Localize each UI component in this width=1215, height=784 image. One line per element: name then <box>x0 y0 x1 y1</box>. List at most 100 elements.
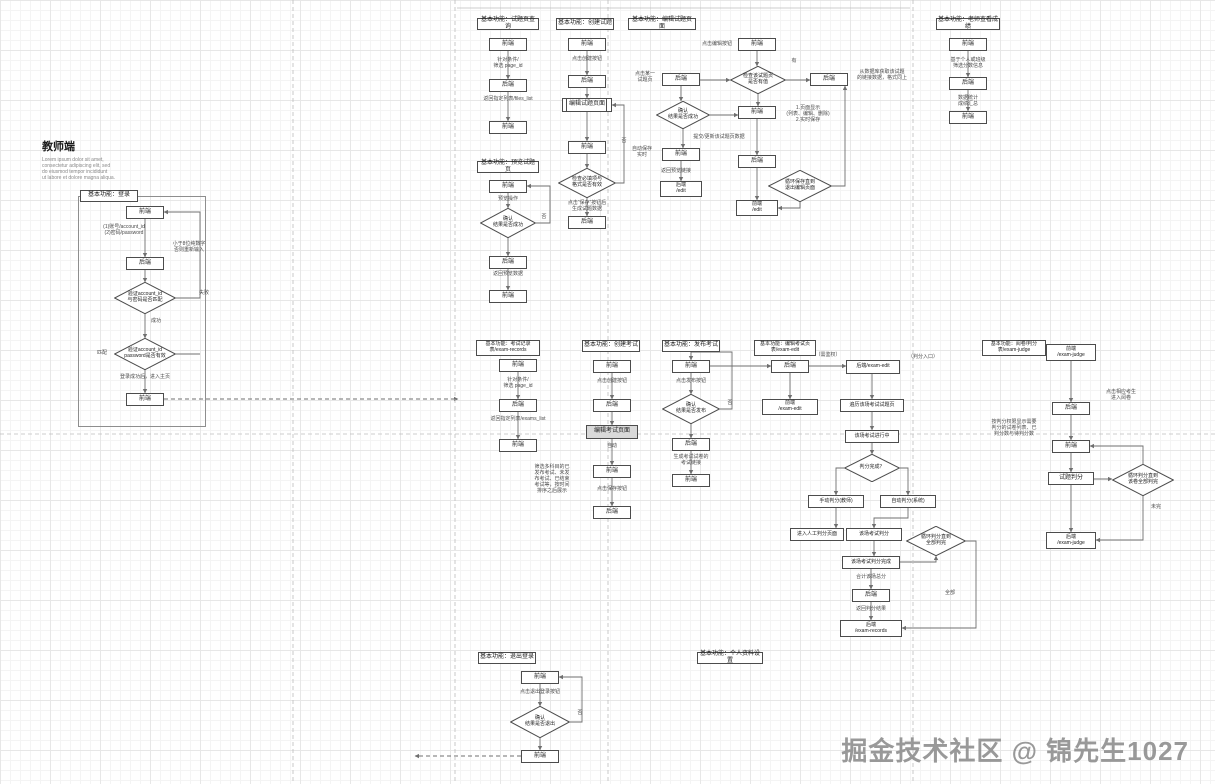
flow-node-backend[interactable]: 后端 <box>593 399 631 412</box>
flow-decision[interactable]: 判分完成？ <box>844 454 900 482</box>
flow-node-backend[interactable]: 后端 /exam-judge <box>1046 532 1096 549</box>
flow-annotation: 筛选多科目的已 发布考试、未发 布考试、已结束 考试等，按时间 排序之后展示 <box>534 464 570 494</box>
flow-node-frontend[interactable]: 前端 <box>489 290 527 303</box>
flow-decision[interactable]: 检查该试题页 是否有值 <box>730 66 786 94</box>
flow-header-create-exam[interactable]: 基本功能：创建考试 <box>582 340 640 352</box>
flow-annotation: 从数据库获取该试题 的链接数据，格式同上 <box>856 69 907 81</box>
flow-node-frontend[interactable]: 前端 <box>593 360 631 373</box>
flow-decision[interactable]: 循环判分直到 全部判完 <box>906 526 966 556</box>
decision-label: 循环保存直到 退出编辑页面 <box>784 179 815 191</box>
flow-node-backend[interactable]: 后端 <box>810 73 848 86</box>
flow-header-publish-exam[interactable]: 基本功能：发布考试 <box>662 340 720 352</box>
flow-node-backend[interactable]: 后端 <box>593 506 631 519</box>
flow-decision[interactable]: 检查必填项与 格式是否有效 <box>558 168 616 198</box>
flow-decision[interactable]: 确认 结果是否退出 <box>510 706 570 738</box>
flow-node-backend[interactable]: 后端 <box>738 155 776 168</box>
flow-annotation: 返回指定列表/files_list <box>483 96 533 103</box>
flow-node-frontend[interactable]: 前端 <box>126 393 164 406</box>
flow-node-backend[interactable]: 后端/exam-edit <box>846 360 900 374</box>
flow-node-backend[interactable]: 后端 <box>852 589 890 602</box>
flow-note: Lorem ipsum dolor sit amet, consectetur … <box>42 157 116 181</box>
flow-header-logout[interactable]: 基本功能：退出登录 <box>478 652 536 664</box>
flow-decision[interactable]: 验证account_id 与密码是否匹配 <box>114 282 176 314</box>
flow-node-process[interactable]: 试题判分 <box>1048 472 1094 485</box>
flow-node-backend[interactable]: 后端 <box>126 257 164 270</box>
flow-node-backend[interactable]: 后端 <box>949 77 987 90</box>
flow-node-frontend[interactable]: 前端 <box>949 38 987 51</box>
flow-node-frontend[interactable]: 前端 <box>568 141 606 154</box>
flow-node-backend[interactable]: 后端 <box>672 438 710 451</box>
flow-node-backend[interactable]: 后端 /exam-records <box>840 620 902 637</box>
flow-header-grading[interactable]: 基本功能：阅卷/判分 表/exam-judge <box>982 340 1046 356</box>
flow-header-edit-exam-page[interactable]: 基本功能：编辑考试页 表/exam-edit <box>754 340 816 356</box>
flow-decision[interactable]: 确认 结果是否成功 <box>656 101 710 129</box>
flow-node-process[interactable]: 手动判分(教师) <box>808 495 864 508</box>
flow-annotation: 返回判分结果 <box>855 606 886 613</box>
flow-annotation: 点击保存按钮 <box>596 486 627 493</box>
decision-label: 判分完成？ <box>859 464 885 471</box>
flow-node-frontend[interactable]: 前端 <box>593 465 631 478</box>
flow-header-create-question[interactable]: 基本功能：创建试题 <box>556 18 614 30</box>
flow-node-frontend[interactable]: 前端 <box>738 38 776 51</box>
flow-node-backend[interactable]: 后端 <box>1052 402 1090 415</box>
flow-annotation: 自动 <box>606 443 617 450</box>
flow-annotation: 小于8位纯数字 否则重新输入 <box>172 241 206 253</box>
flow-node-frontend[interactable]: 前端 <box>672 474 710 487</box>
flow-decision[interactable]: 循环保存直到 退出编辑页面 <box>768 170 832 202</box>
flow-node-process[interactable]: 自动判分(系统) <box>880 495 936 508</box>
flow-node-frontend[interactable]: 前端 /edit <box>736 200 778 216</box>
flow-node-frontend[interactable]: 前端 <box>499 439 537 452</box>
decision-label: 循环判分直到 该卷全部判完 <box>1127 473 1158 485</box>
flow-annotation: 否 <box>541 214 547 221</box>
flow-node-backend[interactable]: 后端 <box>568 216 606 229</box>
flow-decision[interactable]: 确认 结果是否发布 <box>662 394 720 424</box>
flow-node-process[interactable]: 该场考试进行中 <box>845 430 899 443</box>
flow-node-frontend[interactable]: 前端 <box>489 121 527 134</box>
flow-node-backend[interactable]: 后端 <box>489 79 527 92</box>
flow-decision[interactable]: 循环判分直到 该卷全部判完 <box>1112 464 1174 496</box>
flow-node-frontend[interactable]: 前端 <box>672 360 710 373</box>
flow-node-frontend[interactable]: 前端 <box>949 111 987 124</box>
flow-node-frontend[interactable]: 前端 <box>1052 440 1090 453</box>
flow-annotation: (1)账号/account_id (2)密码/password <box>103 224 145 236</box>
flow-node-backend[interactable]: 后端 /edit <box>660 181 702 197</box>
flow-header-edit-question-page[interactable]: 基本功能：编辑试题页面 <box>628 17 696 30</box>
flow-edge <box>1095 496 1144 543</box>
flow-node-frontend[interactable]: 前端 <box>126 206 164 219</box>
flow-node-frontend[interactable]: 前端 <box>568 38 606 51</box>
flow-predefined[interactable]: 编辑考试页面 <box>586 425 638 439</box>
flow-node-frontend[interactable]: 前端 /exam-edit <box>762 399 818 415</box>
flow-annotation: 失败 <box>198 290 209 297</box>
flow-header-question-page-query[interactable]: 基本功能：试题页查询 <box>477 17 539 30</box>
flow-node-backend[interactable]: 后端 <box>499 399 537 412</box>
flow-node-frontend[interactable]: 前端 <box>489 38 527 51</box>
flow-decision[interactable]: 确认 结果是否成功 <box>480 208 536 238</box>
flow-node-process[interactable]: 进入人工判分页面 <box>790 528 844 541</box>
flow-node-process[interactable]: 该场考试判分 <box>846 528 902 541</box>
flow-node-backend[interactable]: 后端 <box>489 256 527 269</box>
decision-label: 检查必填项与 格式是否有效 <box>571 176 602 188</box>
flow-predefined[interactable]: 编辑试题页面 <box>562 98 612 112</box>
flow-edge <box>900 555 939 563</box>
flow-header-login[interactable]: 基本功能：登录 <box>80 190 138 202</box>
flow-header-view-scores[interactable]: 基本功能：老师查看成绩 <box>936 16 1000 30</box>
flow-node-process[interactable]: 遍历该场考试试题页 <box>840 399 904 412</box>
flow-decision[interactable]: 验证account_id password是否有效 <box>114 338 176 370</box>
flow-node-frontend[interactable]: 前端 <box>662 148 700 161</box>
flow-header-preview-question-page[interactable]: 基本功能：预览试题页 <box>477 160 539 173</box>
flow-node-frontend[interactable]: 前端 <box>738 106 776 119</box>
flow-node-process[interactable]: 该场考试判分完成 <box>842 556 900 569</box>
flow-node-frontend[interactable]: 前端 <box>499 359 537 372</box>
flow-node-backend[interactable]: 后端 <box>662 73 700 86</box>
flow-annotation: 未完 <box>1150 504 1161 511</box>
flow-node-backend[interactable]: 后端 <box>771 360 809 373</box>
flow-node-frontend[interactable]: 前端 <box>521 750 559 763</box>
flow-node-frontend[interactable]: 前端 <box>489 180 527 193</box>
flow-node-backend[interactable]: 后端 <box>568 75 606 88</box>
flow-header-exam-records[interactable]: 基本功能：考试记录 表/exam-records <box>476 340 540 356</box>
flow-node-frontend[interactable]: 前端 <box>521 671 559 684</box>
flow-node-frontend[interactable]: 前端 /exam-judge <box>1046 344 1096 361</box>
flow-header-profile-settings[interactable]: 基本功能：个人资料设置 <box>697 651 763 664</box>
login-flow-group[interactable] <box>78 196 206 427</box>
